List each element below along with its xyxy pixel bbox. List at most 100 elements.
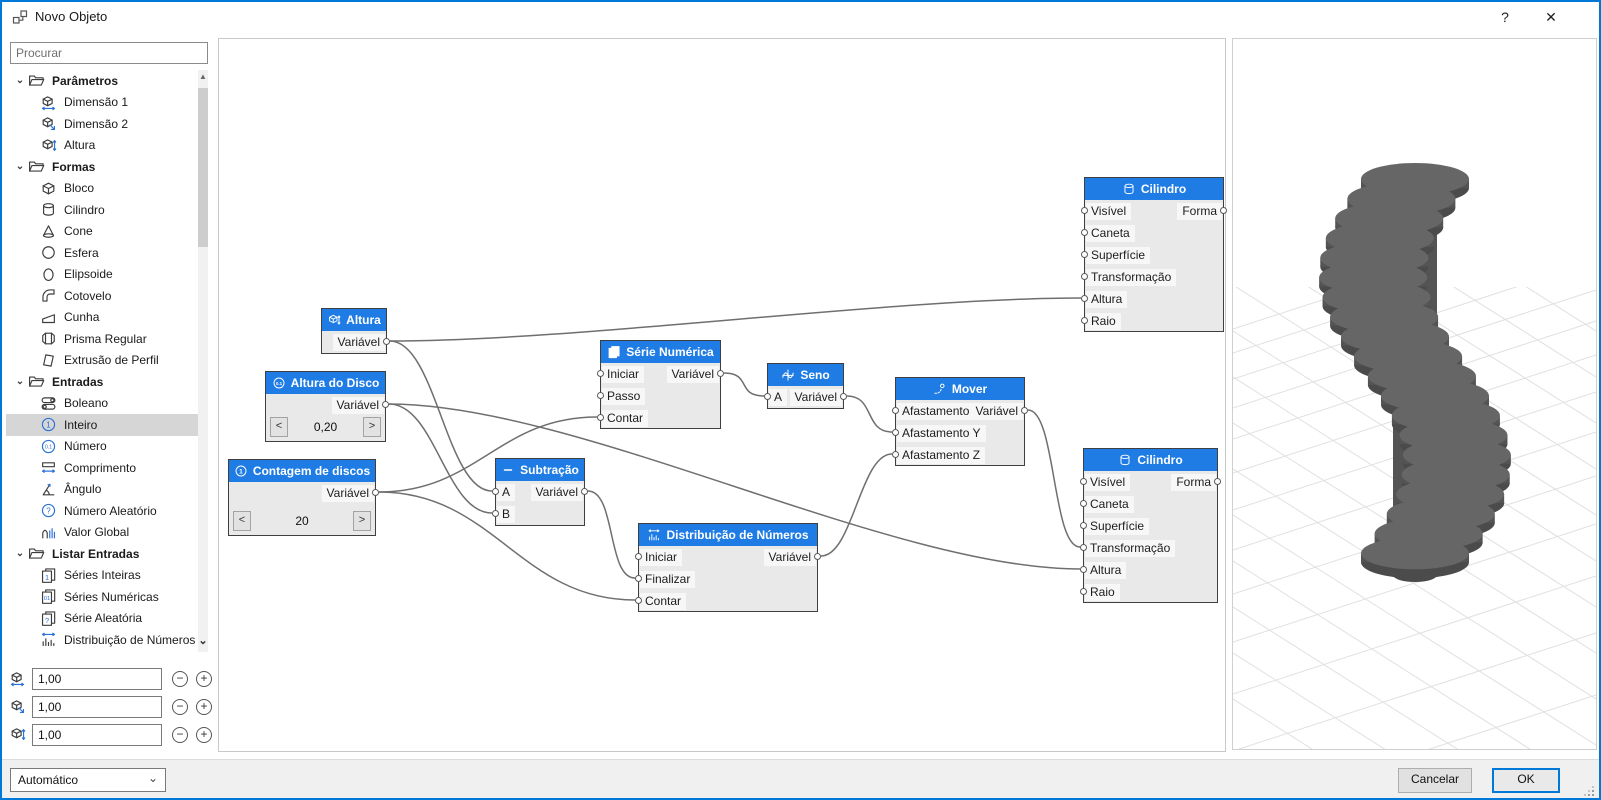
input-port[interactable] xyxy=(635,553,642,560)
chevron-down-icon[interactable]: ⌄ xyxy=(15,161,25,173)
input-port[interactable] xyxy=(492,510,499,517)
tree-item-cilindro[interactable]: Cilindro xyxy=(6,199,198,221)
increment-icon[interactable]: + xyxy=(196,699,212,715)
input-port[interactable] xyxy=(492,488,499,495)
tree-item-entradas[interactable]: ⌄Entradas xyxy=(6,371,198,393)
tree-item-cone[interactable]: Cone xyxy=(6,221,198,243)
input-port[interactable] xyxy=(597,370,604,377)
increment-icon[interactable]: + xyxy=(196,727,212,743)
output-port[interactable] xyxy=(383,338,390,345)
input-port[interactable] xyxy=(1081,229,1088,236)
input-port[interactable] xyxy=(1080,478,1087,485)
input-port[interactable] xyxy=(1080,522,1087,529)
output-port[interactable] xyxy=(717,370,724,377)
input-port[interactable] xyxy=(1080,500,1087,507)
tree-item-listar-entradas[interactable]: ⌄Listar Entradas xyxy=(6,543,198,565)
input-port[interactable] xyxy=(1080,566,1087,573)
input-port[interactable] xyxy=(597,414,604,421)
cancel-button[interactable]: Cancelar xyxy=(1398,768,1472,793)
decrement-icon[interactable]: − xyxy=(172,699,188,715)
tree-item-valor-global[interactable]: Valor Global xyxy=(6,522,198,544)
output-port[interactable] xyxy=(372,489,379,496)
decrement-icon[interactable]: − xyxy=(172,727,188,743)
scrollbar-thumb[interactable] xyxy=(198,88,208,247)
tree-item-distribui-o-de-n-meros[interactable]: Distribuição de Números xyxy=(6,629,198,651)
increase-button[interactable]: > xyxy=(353,511,371,531)
search-input[interactable] xyxy=(10,42,208,64)
tree-item--ngulo[interactable]: Ângulo xyxy=(6,479,198,501)
output-port[interactable] xyxy=(1021,407,1028,414)
decrease-button[interactable]: < xyxy=(270,417,288,437)
output-port[interactable] xyxy=(1220,207,1227,214)
input-port[interactable] xyxy=(1081,273,1088,280)
input-port[interactable] xyxy=(892,407,899,414)
node-header[interactable]: Seno xyxy=(768,364,843,386)
tree-item-n-mero-aleat-rio[interactable]: ?Número Aleatório xyxy=(6,500,198,522)
parameter-value-input[interactable] xyxy=(32,724,162,746)
chevron-down-icon[interactable]: ⌄ xyxy=(15,548,25,560)
input-port[interactable] xyxy=(1080,544,1087,551)
node-header[interactable]: Altura xyxy=(322,309,386,331)
tree-scrollbar[interactable]: ▲ ⌄ xyxy=(198,70,208,652)
output-port[interactable] xyxy=(1214,478,1221,485)
tree-item-esfera[interactable]: Esfera xyxy=(6,242,198,264)
output-port[interactable] xyxy=(814,553,821,560)
input-port[interactable] xyxy=(1081,295,1088,302)
scroll-up-icon[interactable]: ▲ xyxy=(199,72,207,81)
input-port[interactable] xyxy=(597,392,604,399)
tree-item-bloco[interactable]: Bloco xyxy=(6,178,198,200)
parameter-value-input[interactable] xyxy=(32,668,162,690)
input-port[interactable] xyxy=(1081,207,1088,214)
tree-item-altura[interactable]: Altura xyxy=(6,135,198,157)
output-port[interactable] xyxy=(581,488,588,495)
mode-dropdown[interactable]: Automático ⌄ xyxy=(10,768,166,792)
input-port[interactable] xyxy=(1080,588,1087,595)
input-port[interactable] xyxy=(892,429,899,436)
input-port[interactable] xyxy=(1081,251,1088,258)
tree-item-s-rie-aleat-ria[interactable]: ?Série Aleatória xyxy=(6,608,198,630)
input-port[interactable] xyxy=(892,451,899,458)
ok-button[interactable]: OK xyxy=(1492,768,1560,793)
tree-item-extrus-o-de-perfil[interactable]: Extrusão de Perfil xyxy=(6,350,198,372)
tree-item-par-metros[interactable]: ⌄Parâmetros xyxy=(6,70,198,92)
tree-item-elipsoide[interactable]: Elipsoide xyxy=(6,264,198,286)
tree-item-cotovelo[interactable]: Cotovelo xyxy=(6,285,198,307)
output-port[interactable] xyxy=(382,401,389,408)
input-port[interactable] xyxy=(1081,317,1088,324)
tree-item-comprimento[interactable]: Comprimento xyxy=(6,457,198,479)
increase-button[interactable]: > xyxy=(363,417,381,437)
node-header[interactable]: Distribuição de Números xyxy=(639,524,817,546)
input-port[interactable] xyxy=(635,597,642,604)
tree-item-dimens-o-1[interactable]: Dimensão 1 xyxy=(6,92,198,114)
tree-item-cunha[interactable]: Cunha xyxy=(6,307,198,329)
parameter-value-input[interactable] xyxy=(32,696,162,718)
chevron-down-icon[interactable]: ⌄ xyxy=(15,75,25,87)
input-port[interactable] xyxy=(635,575,642,582)
input-port[interactable] xyxy=(764,393,771,400)
output-port[interactable] xyxy=(840,393,847,400)
decrease-button[interactable]: < xyxy=(233,511,251,531)
resize-grip[interactable] xyxy=(1592,794,1594,796)
help-button[interactable]: ? xyxy=(1501,9,1509,25)
node-header[interactable]: Cilindro xyxy=(1084,449,1217,471)
close-icon[interactable]: ✕ xyxy=(1545,9,1557,25)
node-header[interactable]: Cilindro xyxy=(1085,178,1223,200)
node-header[interactable]: Subtração xyxy=(496,459,584,481)
3d-preview[interactable] xyxy=(1232,38,1597,750)
